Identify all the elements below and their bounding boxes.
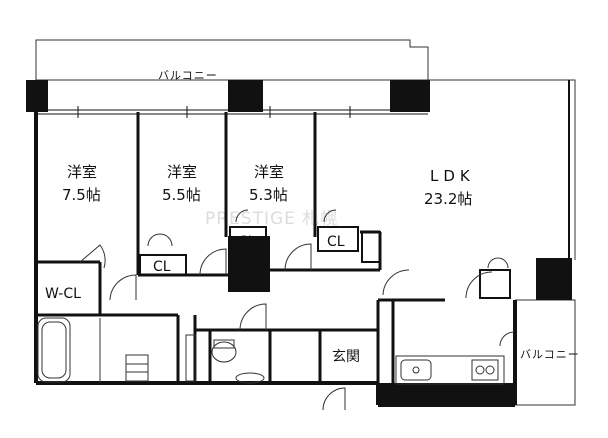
columns [26, 80, 572, 405]
right-balcony-label: バルコニー [520, 348, 580, 361]
interior-walls [36, 112, 445, 383]
closet2-label: CL [238, 234, 256, 250]
ldk-name: LDK [430, 167, 475, 185]
bedroom1-size: 7.5帖 [62, 186, 101, 204]
closet1-label: CL [153, 259, 171, 275]
closet3-label: CL [327, 234, 345, 250]
bedroom2-size: 5.5帖 [162, 186, 201, 204]
bedroom1-name: 洋室 [67, 163, 97, 181]
ldk-size: 23.2帖 [424, 190, 472, 208]
walk-in-closet-label: W-CL [45, 286, 81, 302]
closet-outlines [139, 226, 511, 299]
bedroom3-size: 5.3帖 [249, 186, 288, 204]
kitchen-fixtures [395, 355, 505, 385]
bedroom3-name: 洋室 [254, 163, 284, 181]
entrance-label: 玄関 [332, 348, 360, 365]
watermark: PRESTIGE 札幌 [205, 209, 338, 229]
door-swings [79, 209, 515, 411]
bedroom2-name: 洋室 [167, 163, 197, 181]
bath-fixtures [37, 317, 265, 384]
top-balcony-label: バルコニー [158, 69, 218, 82]
